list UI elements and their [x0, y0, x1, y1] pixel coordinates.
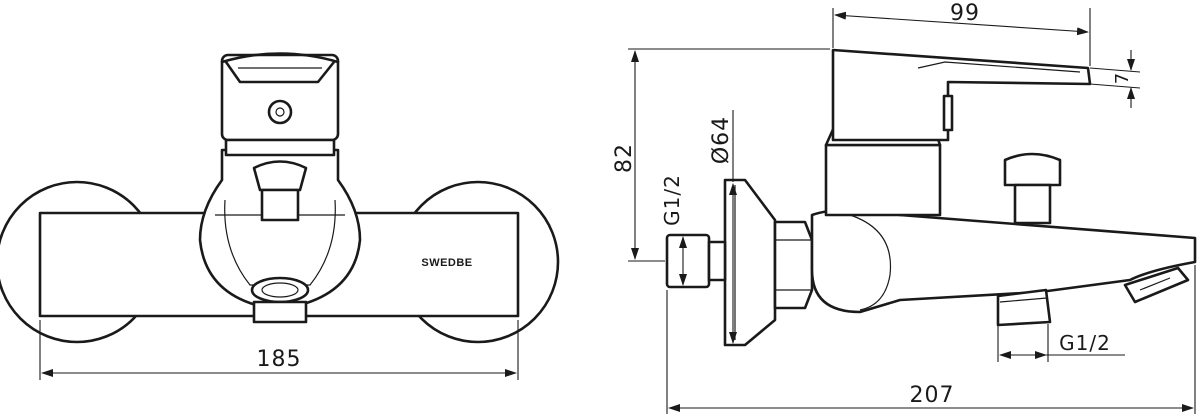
side-diverter-knob: [1003, 152, 1062, 187]
wall-flange: [723, 178, 777, 347]
handle-lever-front: [224, 60, 336, 84]
diverter-stem: [260, 188, 300, 222]
inlet-connector: [665, 233, 711, 289]
diverter-knob: [252, 160, 308, 192]
total-length-label: 207: [910, 383, 955, 408]
outlet-thread-label: G1/2: [1059, 331, 1111, 355]
spout-outlet-inner: [261, 282, 299, 298]
side-handle-detail: [917, 61, 1081, 73]
thickness-dimension-label: 7: [1112, 72, 1133, 84]
lower-outlet-line: [999, 297, 1048, 303]
handle-top-curve: [220, 52, 340, 64]
height-dimension-label: 82: [612, 143, 637, 173]
hex-nut: [773, 220, 814, 310]
spout-outlet: [250, 276, 310, 304]
side-view: 82 99 7 Ø64 G1/2 G1/2 207: [612, 1, 1197, 414]
spout-tip: [1123, 266, 1190, 304]
side-cartridge: [824, 143, 942, 217]
handle-screw-icon: [267, 99, 293, 125]
inlet-thread-label: G1/2: [660, 174, 684, 226]
side-handle: [831, 48, 1092, 142]
lower-outlet: [996, 288, 1052, 327]
handle-screw-center: [275, 107, 285, 117]
width-dimension-label: 185: [257, 347, 302, 372]
thickness-extension-top: [1089, 67, 1141, 73]
flange-diameter-label: Ø64: [709, 116, 734, 164]
inlet-nipple: [707, 240, 727, 282]
side-handle-screw: [942, 94, 954, 132]
side-diverter-stem: [1013, 183, 1052, 225]
spout-tip-inner: [1139, 277, 1171, 291]
handle-collar: [224, 138, 336, 157]
front-view: SWEDBE 185: [0, 52, 560, 380]
handle-length-dimension-label: 99: [950, 1, 980, 26]
side-body-curve: [849, 214, 892, 311]
aerator: [252, 300, 308, 324]
brand-label: SWEDBE: [421, 257, 472, 269]
handle-length-dimension-line: [834, 11, 1089, 36]
